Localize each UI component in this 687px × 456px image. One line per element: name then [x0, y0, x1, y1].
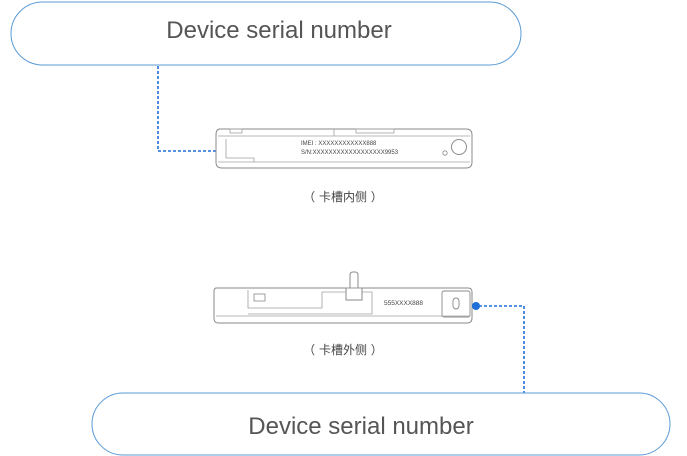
- tray-outer-serial-text: 555XXXX888: [384, 300, 423, 307]
- tray-outer-outline: [213, 287, 473, 324]
- tray-inner-cutout: [225, 139, 255, 162]
- tray-inner-imei-text: IMEI : XXXXXXXXXXXX888: [301, 141, 377, 147]
- tray-inner-caption: （ 卡槽内侧 ）: [303, 190, 383, 204]
- bottom-callout-pill: [91, 392, 671, 456]
- tray-outer-ejector-base: [345, 287, 363, 301]
- bottom-leader-line: [479, 305, 525, 393]
- tray-inner-notch-mid: [355, 128, 395, 134]
- top-callout-label: Device serial number: [166, 17, 391, 44]
- tray-outer-pin-hole: [452, 297, 460, 310]
- top-callout-pill: [10, 1, 522, 66]
- bottom-callout: Device serial number: [91, 392, 671, 456]
- tray-inner-ring: [451, 139, 467, 155]
- tray-outer-cutout: [247, 290, 373, 315]
- tray-inner-outline: [215, 128, 473, 169]
- tray-outer-ejector-tab: [349, 271, 359, 288]
- tray-outer-pin-frame: [441, 290, 471, 318]
- tray-outer-slot: [253, 293, 266, 302]
- tray-inner-side: IMEI : XXXXXXXXXXXX888 S/N:XXXXXXXXXXXXX…: [215, 128, 473, 169]
- tray-outer-side: 555XXXX888: [213, 271, 473, 324]
- bottom-callout-label: Device serial number: [248, 413, 473, 440]
- bottom-leader-dot: [472, 302, 480, 310]
- tray-outer-caption: （ 卡槽外侧 ）: [303, 343, 383, 357]
- tray-inner-notch-left: [229, 128, 243, 134]
- tray-inner-sn-text: S/N:XXXXXXXXXXXXXXXXXX9953: [301, 150, 399, 156]
- top-callout: Device serial number: [10, 1, 522, 66]
- tray-inner-pin-hole: [442, 150, 448, 156]
